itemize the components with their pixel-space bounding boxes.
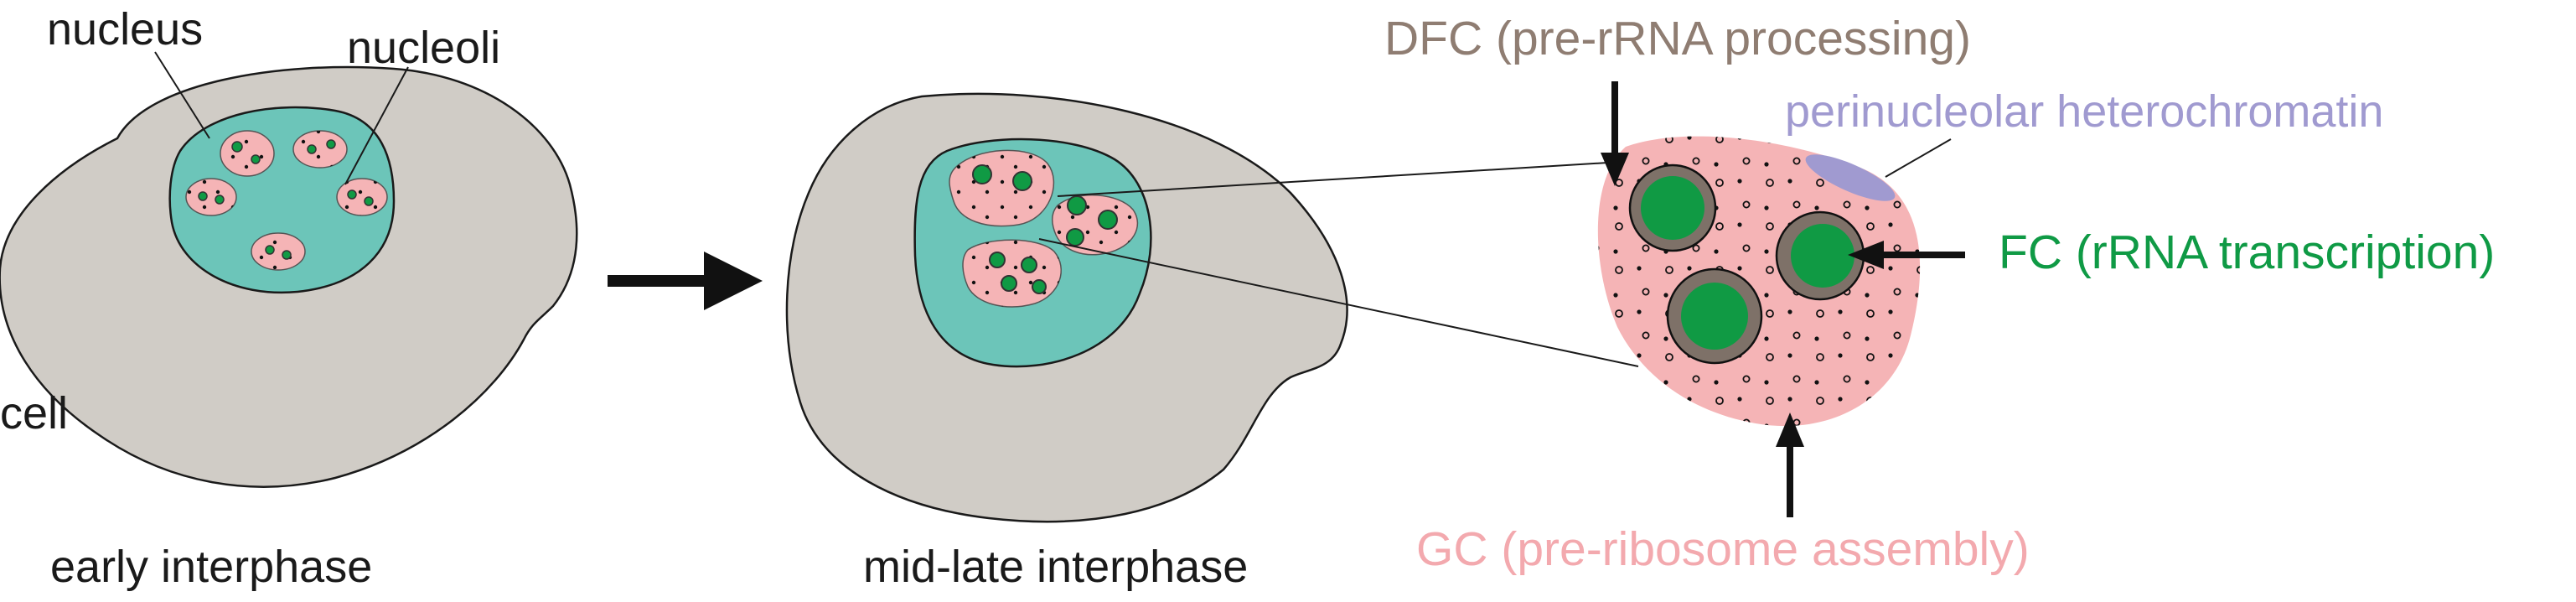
nucleolus-early-1 [220, 130, 275, 177]
transition-arrow [608, 252, 763, 310]
fc-label: FC (rRNA transcription) [1999, 226, 2496, 279]
nucleolus-early-2 [292, 130, 348, 169]
nucleoli-early [185, 130, 388, 271]
perinucleolar-heterochromatin-label: perinucleolar heterochromatin [1785, 86, 2384, 137]
nucleolus-midlate-1 [949, 149, 1055, 227]
fibrillar-center-3 [1666, 267, 1763, 365]
cell-label: cell [0, 388, 69, 439]
zoom-line-upper [1057, 161, 1622, 197]
nucleolus-midlate-2 [1052, 194, 1139, 256]
mid-late-interphase-label: mid-late interphase [863, 542, 1249, 592]
dfc-arrow [1601, 81, 1629, 186]
nucleolus-early-4 [336, 178, 388, 216]
dfc-label: DFC (pre-rRNA processing) [1384, 12, 1971, 65]
gc-label: GC (pre-ribosome assembly) [1416, 522, 2030, 576]
early-interphase-label: early interphase [50, 542, 373, 592]
perinucleolar-heterochromatin-blob [1805, 154, 1896, 201]
nucleus-pointer [154, 51, 210, 139]
nucleoli-midlate [949, 149, 1139, 308]
nucleolus-early-5 [251, 232, 306, 271]
fibrillar-center-2 [1775, 210, 1865, 301]
fc-arrow [1848, 241, 1965, 269]
zoom-line-lower [1038, 238, 1639, 367]
gc-arrow [1776, 413, 1804, 517]
nucleus-label: nucleus [47, 4, 204, 54]
heterochromatin-pointer [1885, 138, 1952, 178]
nucleoli-pointer [344, 66, 409, 185]
nucleolus-early-3 [185, 178, 237, 216]
fibrillar-center-1 [1628, 163, 1717, 252]
nucleoli-label: nucleoli [347, 23, 501, 73]
nucleolus-midlate-3 [962, 239, 1062, 308]
